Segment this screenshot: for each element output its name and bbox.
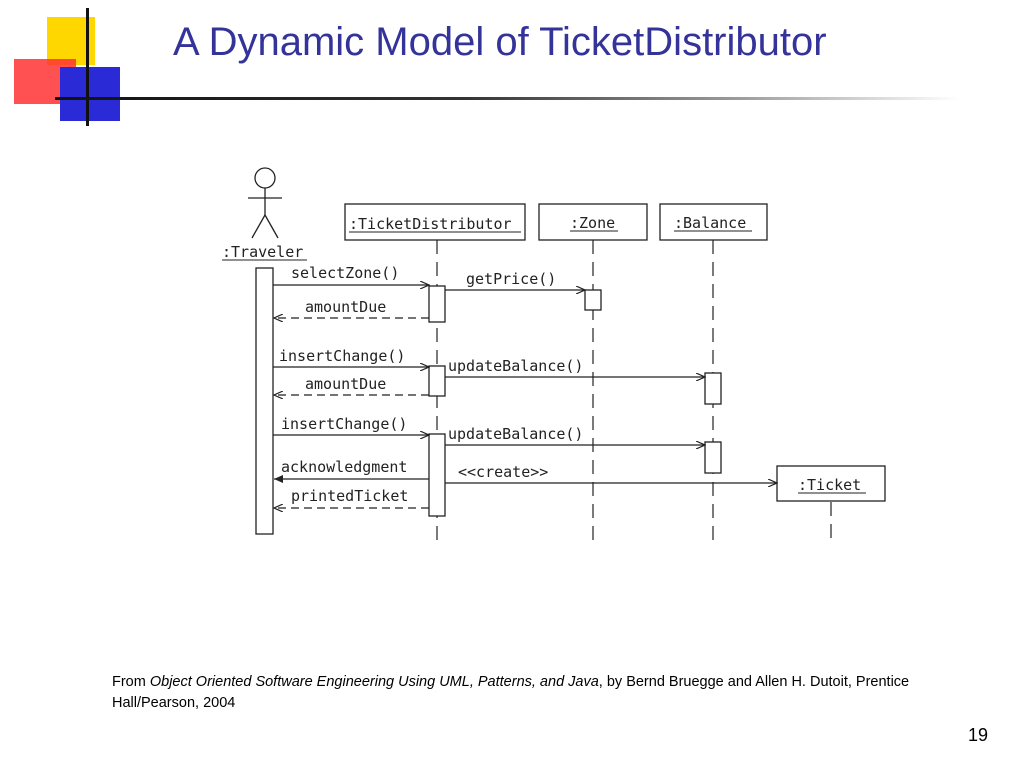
message-label: updateBalance() — [448, 425, 583, 443]
message-label: <<create>> — [458, 463, 548, 481]
title-underline — [55, 97, 960, 100]
page-number: 19 — [968, 725, 989, 745]
caption-book-title: Object Oriented Software Engineering Usi… — [149, 674, 599, 690]
ticketdistributor-activation-3 — [428, 433, 446, 517]
message-label: insertChange() — [279, 347, 405, 365]
balance-activation-2 — [704, 441, 722, 474]
zone-label: :Zone — [570, 214, 615, 232]
ticketdistributor-label: :TicketDistributor — [349, 215, 512, 233]
decor-blue-square — [60, 67, 120, 121]
ticketdistributor-activation-2 — [428, 365, 446, 397]
traveler-label: :Traveler — [222, 243, 303, 261]
slide-title: A Dynamic Model of TicketDistributor — [173, 20, 827, 64]
message-label: printedTicket — [291, 487, 408, 505]
balance-activation-1 — [704, 372, 722, 405]
message-label: acknowledgment — [281, 458, 407, 476]
caption-suffix: , by Bernd Bruegge and Allen H. Dutoit, … — [112, 674, 910, 711]
zone-box — [538, 203, 648, 241]
traveler-actor — [248, 167, 282, 239]
ticket-box — [776, 465, 886, 502]
message-label: amountDue — [305, 298, 386, 316]
ticketdistributor-activation-1 — [428, 285, 446, 323]
zone-activation — [584, 289, 602, 311]
ticket-label: :Ticket — [798, 476, 861, 494]
message-label: selectZone() — [291, 264, 399, 282]
caption-prefix: From — [112, 674, 150, 690]
message-label: insertChange() — [281, 415, 407, 433]
source-caption: From Object Oriented Software Engineerin… — [112, 672, 942, 714]
message-label: amountDue — [305, 375, 386, 393]
decor-vertical-line — [86, 8, 89, 126]
message-label: getPrice() — [466, 270, 556, 288]
balance-label: :Balance — [674, 214, 746, 232]
traveler-activation — [255, 267, 274, 535]
ticketdistributor-box — [344, 203, 526, 241]
message-label: updateBalance() — [448, 357, 583, 375]
